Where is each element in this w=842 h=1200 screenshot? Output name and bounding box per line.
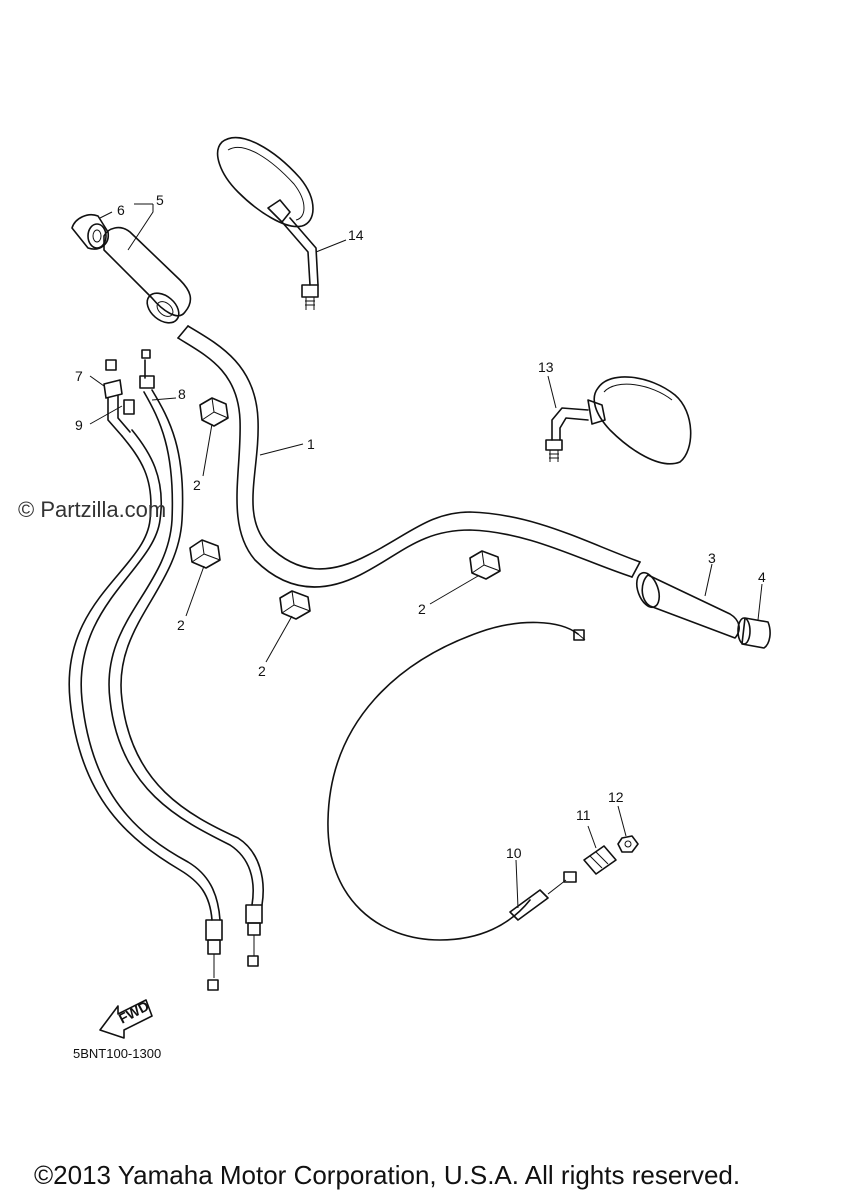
left-grip [103,226,192,324]
callout-7: 7 [75,368,83,384]
callout-10: 10 [506,845,522,861]
right-mirror [545,376,692,465]
nut [617,835,639,853]
callout-2c: 2 [258,663,266,679]
cable-10 [327,621,586,941]
callout-12: 12 [608,789,624,805]
callout-8: 8 [178,386,186,402]
fwd-arrow: FWD [99,998,153,1039]
callout-14: 14 [348,227,364,243]
copyright-notice: ©2013 Yamaha Motor Corporation, U.S.A. A… [34,1160,741,1190]
callout-4: 4 [758,569,766,585]
right-grip-end [737,617,771,649]
callout-2b: 2 [177,617,185,633]
leader-lines [89,203,763,909]
callout-3: 3 [708,550,716,566]
cable-clamp-2 [189,539,221,569]
diagram-code: 5BNT100-1300 [73,1046,162,1061]
cable-clamp-3 [279,590,311,620]
cable-bracket [103,359,135,437]
callout-5: 5 [156,192,164,208]
callout-11: 11 [576,807,591,823]
grip-end [71,213,110,250]
left-mirror [216,136,319,310]
callout-6: 6 [117,202,125,218]
callout-1: 1 [307,436,315,452]
callout-2d: 2 [418,601,426,617]
callout-13: 13 [538,359,554,375]
cable-clamp-4 [469,550,501,580]
cable-clamp-1 [199,397,229,427]
watermark: © Partzilla.com [18,497,167,522]
handlebar [177,325,641,588]
callout-2a: 2 [193,477,201,493]
callout-9: 9 [75,417,83,433]
throttle-cables [68,349,264,991]
cable-adjuster [583,845,617,875]
right-grip [635,571,740,639]
fwd-label: FWD [116,998,152,1027]
